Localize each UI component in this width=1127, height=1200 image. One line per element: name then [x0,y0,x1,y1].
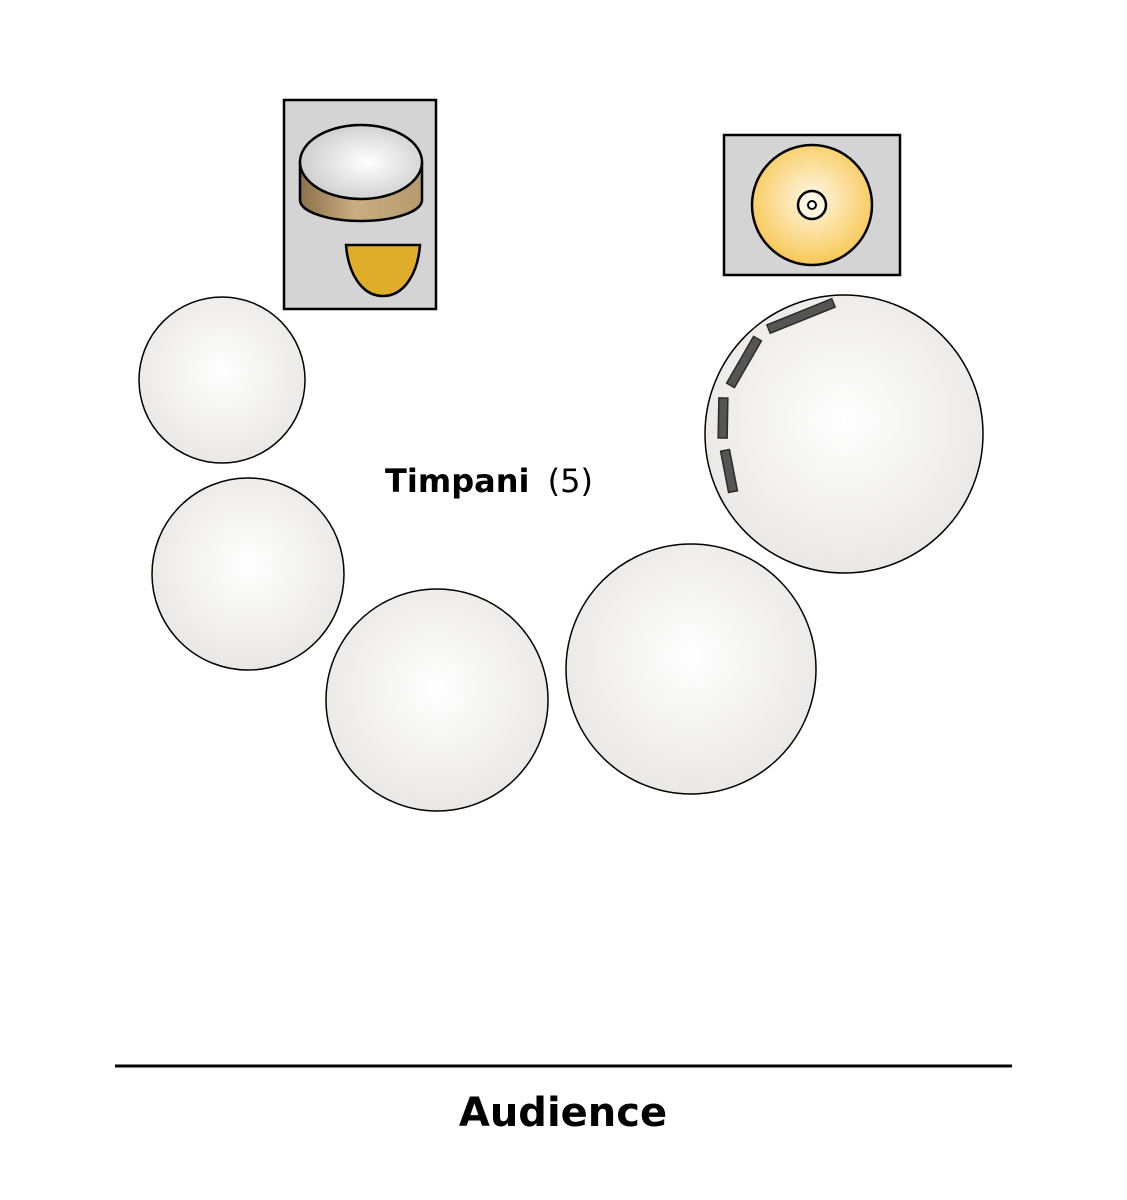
timpano-drum-icon [565,543,817,795]
snare-drum-icon [298,123,424,223]
audience-label: Audience [459,1090,667,1136]
timpano-drum-icon [138,296,306,464]
bowl-icon [344,243,422,298]
timpano-drum-icon [151,477,345,671]
snare-drum-stand [282,98,438,311]
mallet-rack-icon [717,297,837,494]
timpani-label: Timpani (5) [385,462,593,500]
cymbal-stand [722,133,902,277]
cymbal-icon [750,143,874,267]
timpano-drum-icon [325,588,549,812]
timpano-drum-icon [704,294,984,574]
timpani-label-name: Timpani [385,462,529,500]
timpani-label-count: (5) [548,462,593,500]
